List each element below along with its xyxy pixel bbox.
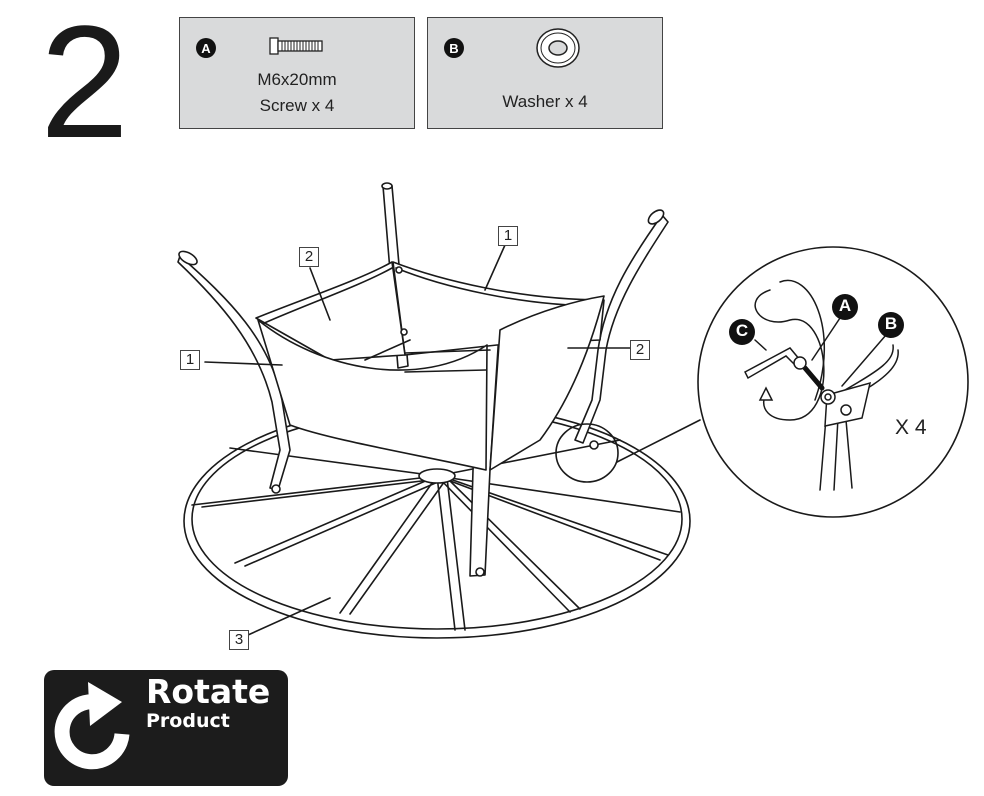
seat-front-panel bbox=[257, 319, 488, 471]
callout-rim-left: 1 bbox=[180, 350, 200, 370]
part-a-box: A M6x20mm Screw x 4 bbox=[179, 17, 415, 129]
rotate-arrow-icon bbox=[754, 289, 825, 421]
callout-brace-right: 2 bbox=[630, 340, 650, 360]
leg-left bbox=[177, 250, 291, 491]
part-b-box: B Washer x 4 bbox=[427, 17, 663, 129]
rotate-product-badge: Rotate Product bbox=[44, 670, 288, 786]
callout-rim-right: 1 bbox=[498, 226, 518, 246]
part-b-label: Washer x 4 bbox=[502, 92, 588, 111]
detail-letter-a: A bbox=[838, 296, 852, 315]
detail-focus-circle bbox=[555, 423, 619, 483]
detail-magnifier bbox=[697, 246, 969, 518]
rotate-clockwise-icon bbox=[54, 682, 130, 770]
part-a-letter: A bbox=[196, 38, 216, 58]
seat-right-panel bbox=[489, 295, 605, 471]
screw-icon bbox=[269, 37, 323, 55]
badge-subtitle: Product bbox=[146, 710, 230, 732]
leg-right bbox=[574, 209, 669, 444]
detail-letter-b: B bbox=[884, 314, 898, 333]
step-number: 2 bbox=[40, 0, 129, 171]
badge-title: Rotate bbox=[146, 672, 271, 711]
detail-letter-c: C bbox=[735, 321, 749, 340]
part-a-label: Screw x 4 bbox=[259, 96, 335, 115]
part-b-letter: B bbox=[444, 38, 464, 58]
callout-brace-left: 2 bbox=[299, 247, 319, 267]
part-a-spec: M6x20mm bbox=[257, 70, 337, 89]
callout-base-ring: 3 bbox=[229, 630, 249, 650]
detail-quantity: X 4 bbox=[895, 416, 927, 439]
washer-icon bbox=[536, 28, 580, 68]
seat-left-panel bbox=[255, 261, 406, 361]
